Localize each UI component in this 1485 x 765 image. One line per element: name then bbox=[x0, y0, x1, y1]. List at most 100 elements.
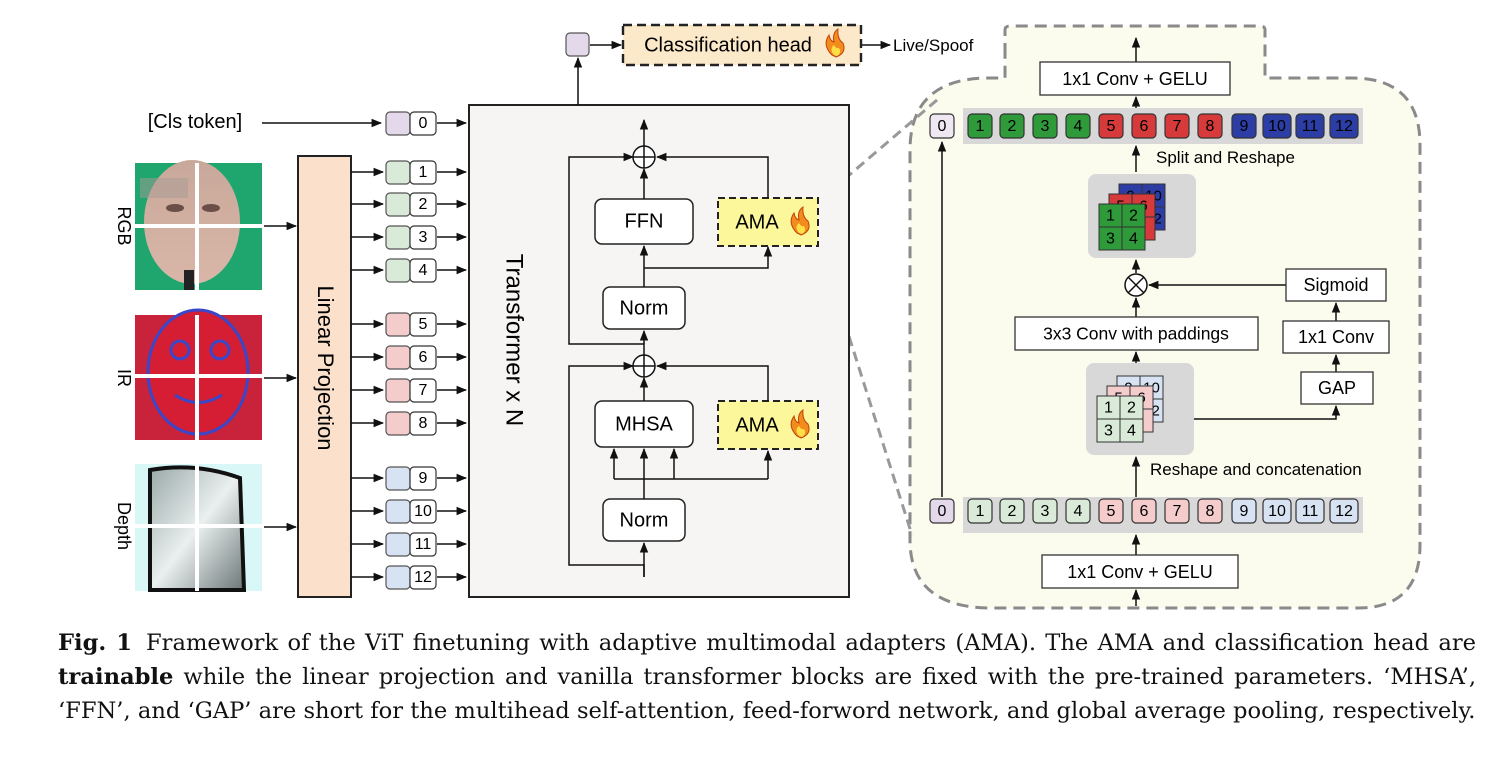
ama-token-label: 11 bbox=[1302, 118, 1319, 135]
caption-text-1: Framework of the ViT finetuning with ada… bbox=[146, 630, 1476, 656]
token-label: 9 bbox=[419, 470, 428, 487]
ama-token-0: 0 bbox=[929, 113, 955, 139]
cube-cell-rgb: 2 bbox=[1119, 395, 1144, 420]
ama-label-upper: AMA bbox=[735, 211, 779, 233]
token-10: 10 bbox=[351, 499, 468, 524]
ama-token-7: 7 bbox=[1164, 498, 1190, 524]
cls-output-token bbox=[565, 32, 590, 57]
ama-token-0: 0 bbox=[929, 498, 955, 524]
token-label: 10 bbox=[414, 503, 432, 520]
ama-token-label: 5 bbox=[1107, 118, 1116, 135]
residual-path-upper bbox=[568, 152, 645, 355]
token-label: 4 bbox=[419, 262, 428, 279]
sigmoid-label: Sigmoid bbox=[1303, 275, 1368, 295]
ama-token-11: 11 bbox=[1295, 498, 1325, 524]
token-11: 11 bbox=[351, 532, 468, 557]
ama-token-3: 3 bbox=[1032, 113, 1058, 139]
ama-token-label: 1 bbox=[976, 503, 985, 520]
conv-gelu-bottom bbox=[1041, 554, 1239, 589]
depth-face-image bbox=[135, 464, 262, 592]
token-4: 4 bbox=[351, 258, 468, 283]
gap-label: GAP bbox=[1318, 378, 1356, 398]
ama-token-6: 6 bbox=[1131, 113, 1157, 139]
cube-cell-label: 4 bbox=[1127, 423, 1136, 440]
ama-token-label: 9 bbox=[1240, 503, 1249, 520]
ama-token-label: 1 bbox=[976, 118, 985, 135]
ama-token-7: 7 bbox=[1164, 113, 1190, 139]
ama-token-label: 10 bbox=[1268, 503, 1286, 520]
ama-token-label: 3 bbox=[1041, 118, 1050, 135]
transformer-label: Transformer x N bbox=[501, 254, 528, 426]
token-label: 12 bbox=[414, 569, 432, 586]
ama-token-3: 3 bbox=[1032, 498, 1058, 524]
modality-label-ir: IR bbox=[114, 369, 134, 387]
conv-gelu-bottom-label: 1x1 Conv + GELU bbox=[1067, 562, 1213, 582]
flame-icon bbox=[790, 408, 810, 439]
ama-token-label: 8 bbox=[1206, 118, 1215, 135]
ama-token-8: 8 bbox=[1197, 498, 1223, 524]
ama-token-5: 5 bbox=[1098, 498, 1124, 524]
arrow-cube-to-gap bbox=[1194, 404, 1341, 420]
modality-label-rgb: RGB bbox=[114, 206, 134, 245]
ama-token-label: 0 bbox=[938, 503, 947, 520]
add-icon-lower bbox=[632, 354, 656, 378]
cls-token-label: [Cls token] bbox=[148, 111, 242, 133]
cube-cell-label: 2 bbox=[1129, 208, 1138, 225]
ama-token-2: 2 bbox=[999, 498, 1025, 524]
modality-label-depth: Depth bbox=[114, 502, 134, 550]
norm-label-lower: Norm bbox=[620, 509, 669, 531]
cube-cell-rgb: 2 bbox=[1121, 203, 1146, 228]
caption-label: Fig. 1 bbox=[58, 630, 132, 656]
cube-cell-rgb: 4 bbox=[1119, 418, 1144, 443]
token-label: 0 bbox=[419, 115, 428, 132]
ama-label-lower: AMA bbox=[735, 414, 779, 436]
cube-cell-label: 4 bbox=[1129, 231, 1138, 248]
ama-token-label: 9 bbox=[1240, 118, 1249, 135]
cube-cell-label: 3 bbox=[1106, 231, 1115, 248]
ama-token-label: 10 bbox=[1268, 118, 1286, 135]
cube-cell-rgb: 4 bbox=[1121, 226, 1146, 251]
arrow-to-ama-upper bbox=[644, 245, 773, 269]
ama-token-label: 0 bbox=[938, 118, 947, 135]
linear-projection-label: Linear Projection bbox=[313, 285, 338, 450]
cube-cell-rgb: 1 bbox=[1096, 395, 1121, 420]
flame-icon bbox=[790, 205, 810, 236]
ama-token-10: 10 bbox=[1262, 498, 1292, 524]
caption-text-2: while the linear projection and vanilla … bbox=[58, 664, 1477, 724]
classification-head-label: Classification head bbox=[644, 34, 812, 56]
ama-token-label: 2 bbox=[1008, 503, 1017, 520]
token-1: 1 bbox=[351, 160, 468, 185]
conv1x1-label: 1x1 Conv bbox=[1298, 327, 1374, 347]
ama-token-2: 2 bbox=[999, 113, 1025, 139]
reshape-concat-label: Reshape and concatenation bbox=[1150, 460, 1362, 479]
cube-cell-rgb: 3 bbox=[1098, 226, 1123, 251]
token-2: 2 bbox=[351, 192, 468, 217]
ama-token-label: 7 bbox=[1173, 503, 1182, 520]
caption-bold: trainable bbox=[58, 664, 174, 690]
sigmoid-block bbox=[1285, 268, 1387, 302]
gap-block bbox=[1300, 371, 1374, 405]
cube-cell-label: 3 bbox=[1104, 423, 1113, 440]
token-label: 6 bbox=[419, 349, 428, 366]
cube-cell-rgb: 3 bbox=[1096, 418, 1121, 443]
ffn-label: FFN bbox=[625, 210, 664, 232]
ama-token-label: 5 bbox=[1107, 503, 1116, 520]
ama-token-4: 4 bbox=[1065, 498, 1091, 524]
ama-token-1: 1 bbox=[967, 113, 993, 139]
ama-token-9: 9 bbox=[1231, 113, 1257, 139]
token-label: 7 bbox=[419, 382, 428, 399]
token-6: 6 bbox=[351, 345, 468, 370]
add-icon-upper bbox=[632, 145, 656, 169]
token-9: 9 bbox=[351, 466, 468, 491]
token-0: 0 bbox=[385, 111, 468, 136]
ama-token-5: 5 bbox=[1098, 113, 1124, 139]
ama-token-label: 4 bbox=[1074, 118, 1083, 135]
token-label: 5 bbox=[419, 316, 428, 333]
ama-token-6: 6 bbox=[1131, 498, 1157, 524]
conv3x3-block bbox=[1014, 316, 1259, 351]
cube-cell-rgb: 1 bbox=[1098, 203, 1123, 228]
cube-cell-label: 2 bbox=[1127, 400, 1136, 417]
